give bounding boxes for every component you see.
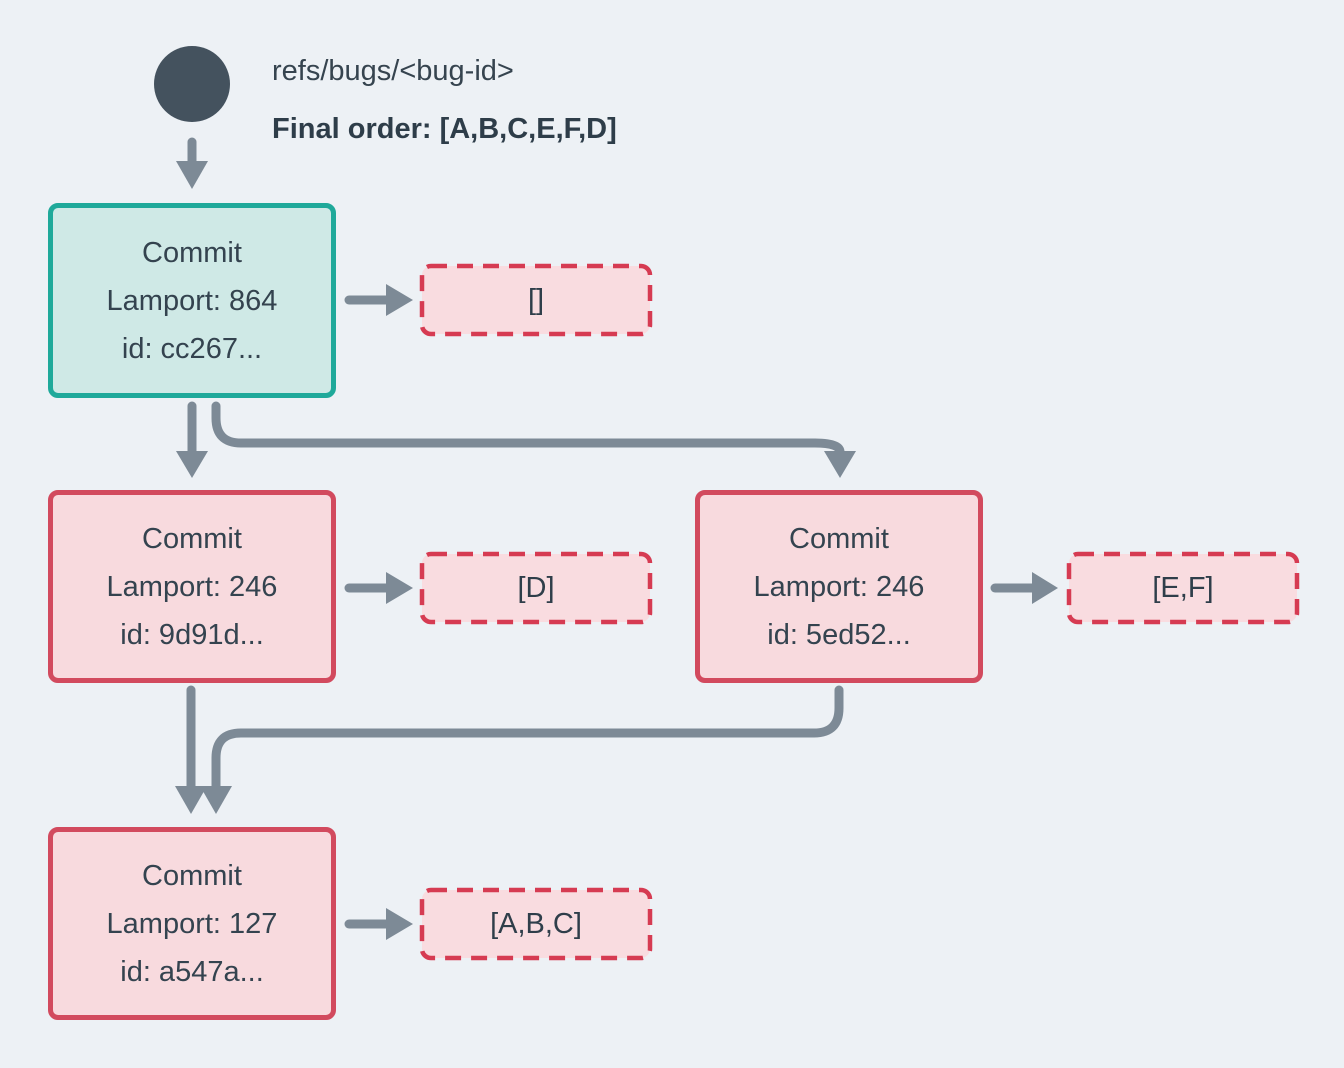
ref-label: refs/bugs/<bug-id> bbox=[272, 55, 514, 87]
arrowhead-root-to-left bbox=[176, 451, 208, 478]
operations-box-root: [] bbox=[422, 266, 650, 334]
arrow-right-to-bottom-line bbox=[211, 685, 844, 793]
commit-node-root: Commit Lamport: 864 id: cc267... bbox=[48, 203, 336, 398]
arrowhead-right-to-bottom bbox=[200, 786, 232, 814]
commit-lamport: Lamport: 246 bbox=[106, 570, 278, 603]
arrowhead-bottom-to-ops bbox=[386, 908, 413, 940]
commit-lamport: Lamport: 127 bbox=[106, 907, 278, 940]
commit-lamport: Lamport: 864 bbox=[106, 284, 278, 317]
arrowhead-right-to-ops bbox=[1032, 572, 1058, 604]
commit-id: id: cc267... bbox=[121, 332, 263, 365]
final-order-label: Final order: [A,B,C,E,F,D] bbox=[272, 113, 617, 145]
operations-box-left: [D] bbox=[422, 554, 650, 622]
operations-box-right: [E,F] bbox=[1069, 554, 1297, 622]
commit-id: id: 9d91d... bbox=[120, 618, 264, 651]
commit-node-bottom: Commit Lamport: 127 id: a547a... bbox=[48, 827, 336, 1020]
commit-lamport: Lamport: 246 bbox=[753, 570, 925, 603]
commit-title: Commit bbox=[142, 522, 242, 555]
commit-title: Commit bbox=[789, 522, 889, 555]
commit-node-right: Commit Lamport: 246 id: 5ed52... bbox=[695, 490, 983, 683]
arrowhead-root-to-ops bbox=[386, 284, 413, 316]
commit-title: Commit bbox=[142, 859, 242, 892]
commit-id: id: a547a... bbox=[120, 955, 264, 988]
arrowhead-root-to-right bbox=[824, 451, 856, 478]
arrowhead-left-to-bottom bbox=[175, 786, 207, 814]
ref-circle bbox=[154, 46, 230, 122]
commit-id: id: 5ed52... bbox=[767, 618, 911, 651]
commit-node-left: Commit Lamport: 246 id: 9d91d... bbox=[48, 490, 336, 683]
arrowhead-ref-to-root bbox=[176, 161, 208, 189]
commit-title: Commit bbox=[142, 236, 242, 269]
operations-box-bottom: [A,B,C] bbox=[422, 890, 650, 958]
arrow-root-to-right-line bbox=[211, 401, 845, 457]
arrowhead-left-to-ops bbox=[386, 572, 413, 604]
